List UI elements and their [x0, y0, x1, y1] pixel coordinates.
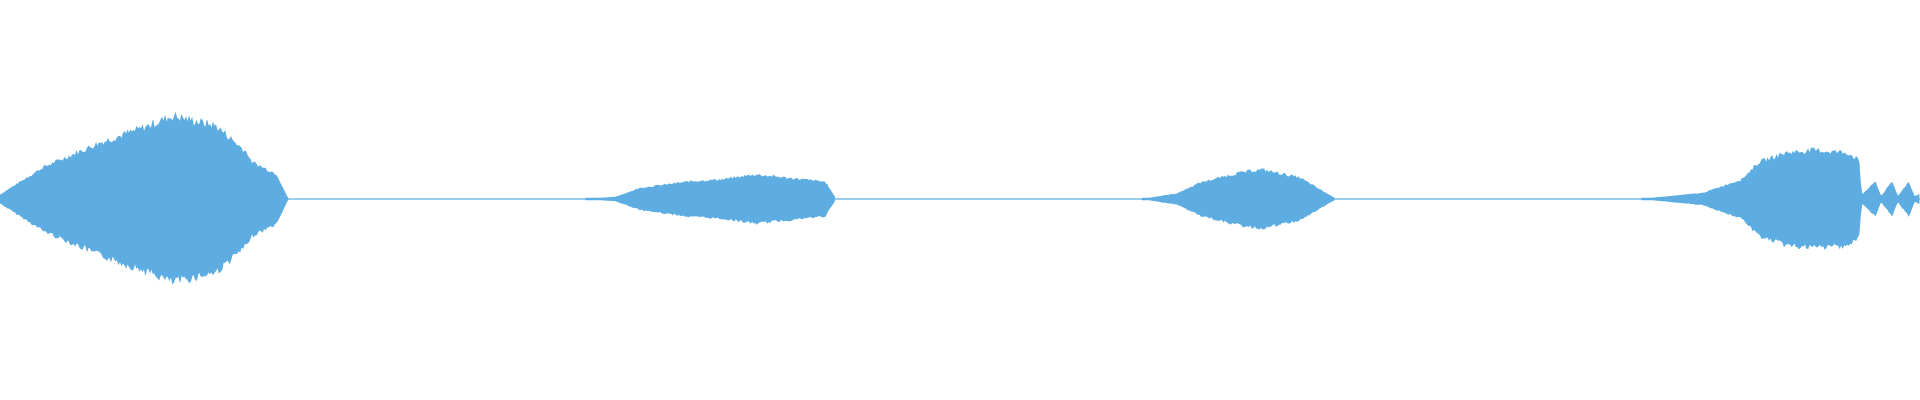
waveform-segment-3 — [1142, 168, 1335, 230]
waveform-segment-4 — [1641, 147, 1920, 250]
waveform-segment-1 — [0, 111, 289, 285]
waveform-segment-2 — [585, 174, 835, 225]
